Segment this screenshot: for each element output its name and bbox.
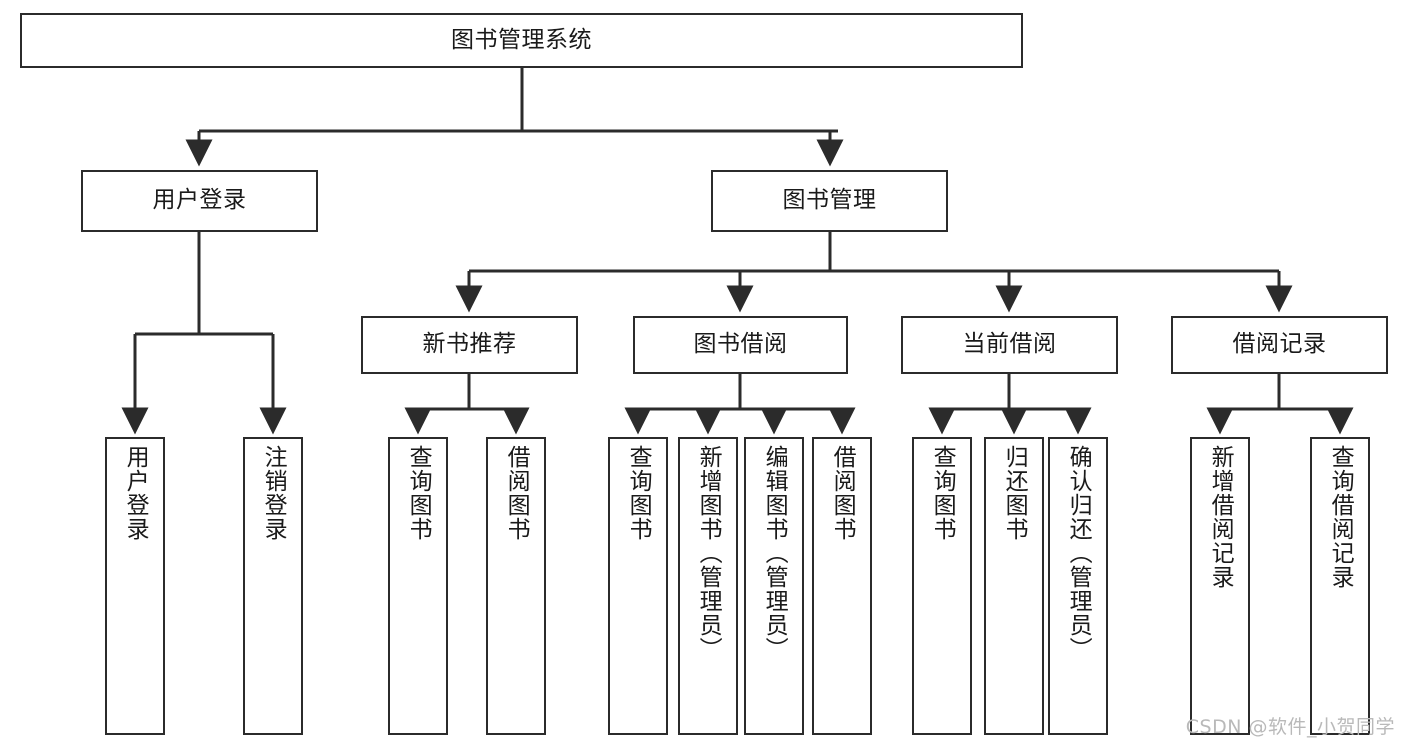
node-leaf-return-book-label: 归还图书 bbox=[1001, 445, 1028, 541]
node-new-book-recommend-label: 新书推荐 bbox=[422, 331, 517, 358]
node-leaf-add-borrow-record[interactable]: 新增借阅记录 bbox=[1190, 437, 1250, 735]
node-leaf-query-book-2-label: 查询图书 bbox=[625, 445, 652, 541]
node-root-label: 图书管理系统 bbox=[451, 26, 592, 53]
node-leaf-logout-label: 注销登录 bbox=[260, 445, 287, 541]
node-root[interactable]: 图书管理系统 bbox=[20, 13, 1023, 68]
node-leaf-borrow-book-1[interactable]: 借阅图书 bbox=[486, 437, 546, 735]
node-leaf-edit-book-admin[interactable]: 编辑图书（管理员） bbox=[744, 437, 804, 735]
node-leaf-add-book-admin[interactable]: 新增图书（管理员） bbox=[678, 437, 738, 735]
node-user-login[interactable]: 用户登录 bbox=[81, 170, 318, 232]
node-leaf-logout[interactable]: 注销登录 bbox=[243, 437, 303, 735]
node-borrow-record-label: 借阅记录 bbox=[1232, 331, 1327, 358]
node-leaf-user-login[interactable]: 用户登录 bbox=[105, 437, 165, 735]
node-book-borrow-label: 图书借阅 bbox=[693, 331, 788, 358]
node-leaf-query-book-3-label: 查询图书 bbox=[929, 445, 956, 541]
node-leaf-query-book-1[interactable]: 查询图书 bbox=[388, 437, 448, 735]
node-book-manage-label: 图书管理 bbox=[782, 187, 877, 214]
node-leaf-return-book[interactable]: 归还图书 bbox=[984, 437, 1044, 735]
node-leaf-query-borrow-record[interactable]: 查询借阅记录 bbox=[1310, 437, 1370, 735]
node-book-borrow[interactable]: 图书借阅 bbox=[633, 316, 848, 374]
node-current-borrow-label: 当前借阅 bbox=[962, 331, 1057, 358]
node-leaf-borrow-book-2-label: 借阅图书 bbox=[829, 445, 856, 541]
node-leaf-query-book-2[interactable]: 查询图书 bbox=[608, 437, 668, 735]
node-new-book-recommend[interactable]: 新书推荐 bbox=[361, 316, 578, 374]
node-book-manage[interactable]: 图书管理 bbox=[711, 170, 948, 232]
node-leaf-query-book-1-label: 查询图书 bbox=[405, 445, 432, 541]
node-borrow-record[interactable]: 借阅记录 bbox=[1171, 316, 1388, 374]
node-leaf-borrow-book-2[interactable]: 借阅图书 bbox=[812, 437, 872, 735]
node-leaf-query-book-3[interactable]: 查询图书 bbox=[912, 437, 972, 735]
node-leaf-edit-book-admin-label: 编辑图书（管理员） bbox=[761, 445, 788, 661]
node-leaf-confirm-return-admin-label: 确认归还（管理员） bbox=[1065, 445, 1092, 661]
node-leaf-add-borrow-record-label: 新增借阅记录 bbox=[1207, 445, 1234, 589]
node-leaf-add-book-admin-label: 新增图书（管理员） bbox=[695, 445, 722, 661]
node-user-login-label: 用户登录 bbox=[152, 187, 247, 214]
node-leaf-user-login-label: 用户登录 bbox=[122, 445, 149, 541]
node-leaf-confirm-return-admin[interactable]: 确认归还（管理员） bbox=[1048, 437, 1108, 735]
node-current-borrow[interactable]: 当前借阅 bbox=[901, 316, 1118, 374]
node-leaf-borrow-book-1-label: 借阅图书 bbox=[503, 445, 530, 541]
node-leaf-query-borrow-record-label: 查询借阅记录 bbox=[1327, 445, 1354, 589]
